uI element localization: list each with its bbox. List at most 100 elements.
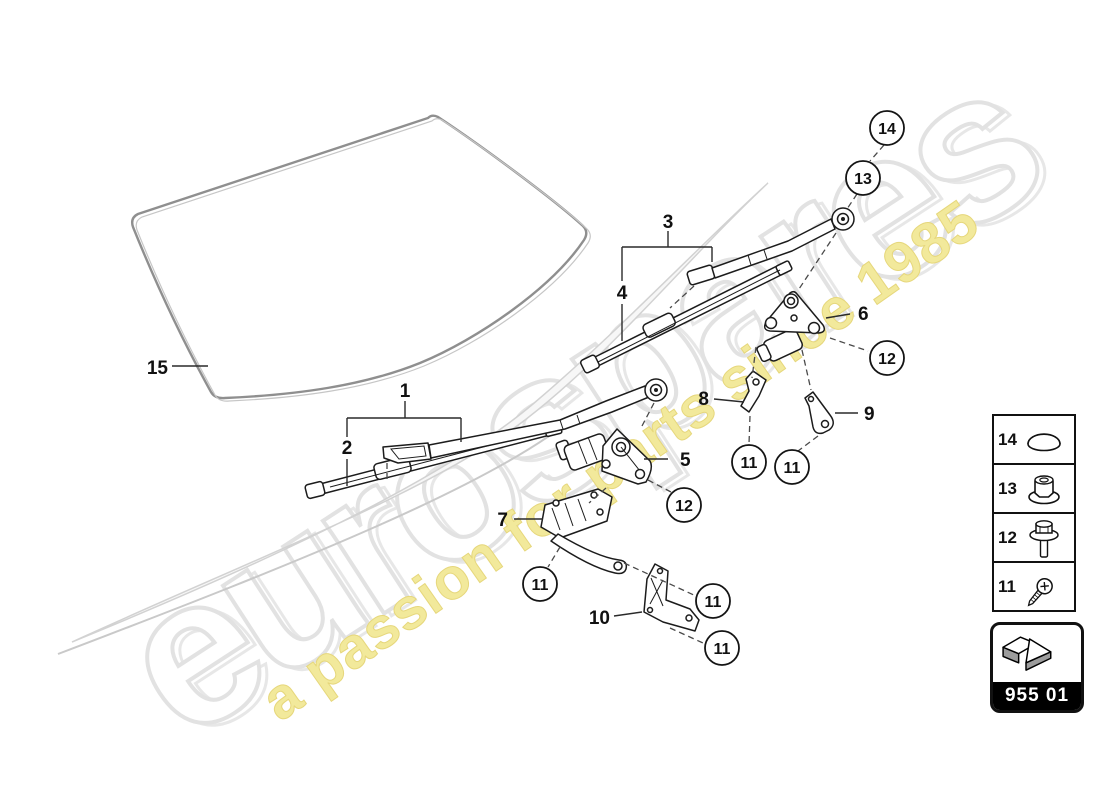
part-7-drawing-bracket: [540, 488, 628, 575]
callout-11d-text: 11: [705, 594, 722, 611]
part-10-drawing-bracket: [643, 563, 700, 632]
bracket10-hole1: [656, 567, 664, 575]
linkage6-plate: [763, 290, 826, 334]
motor5-bush2: [634, 468, 646, 480]
dash-linkage-9: [801, 349, 812, 391]
callout-13-text: 13: [854, 171, 872, 188]
motor5-rib1: [577, 440, 588, 465]
watermark-brand: eurospares eurospares: [78, 19, 1085, 785]
cap-icon: [1027, 432, 1061, 451]
part-1-drawing-wiper-arm: [382, 378, 668, 464]
arm1-hook-end: [382, 442, 432, 464]
legend-number-11: 11: [998, 576, 1016, 596]
bracket10-hole3: [685, 614, 693, 622]
label-part-5[interactable]: 5: [680, 450, 691, 471]
label-part-10[interactable]: 10: [589, 608, 610, 629]
label-part-6[interactable]: 6: [858, 304, 869, 325]
callout-11a-text: 11: [532, 577, 549, 594]
arm3-pivot-dot: [841, 217, 845, 221]
label-part-7[interactable]: 7: [497, 510, 508, 531]
fastener-legend: 14 13 12 11: [992, 414, 1076, 612]
arm1-joint1: [559, 419, 564, 430]
flange-bolt-icon: [1029, 519, 1059, 558]
leader-lines: [172, 231, 858, 617]
callout-11b[interactable]: 11: [731, 444, 767, 480]
part-3-drawing-wiper-arm: [686, 207, 855, 286]
assembly-dashed-lines: [386, 144, 885, 644]
bracket10-hole2: [646, 606, 654, 614]
label-part-9[interactable]: 9: [864, 404, 875, 425]
leader-8: [713, 398, 745, 403]
legend-number-12: 12: [998, 527, 1017, 547]
bracket7-hole1: [552, 499, 560, 507]
dash-8-11b: [748, 415, 751, 445]
bracket7-hatch1: [551, 507, 561, 531]
motor5-rib2: [587, 436, 598, 461]
hood-line: [57, 413, 579, 655]
bracket7-hatch3: [577, 498, 587, 522]
callout-11e-text: 11: [714, 641, 731, 658]
label-part-1[interactable]: 1: [400, 381, 411, 402]
blade4-left-cap: [580, 354, 600, 374]
callout-11c[interactable]: 11: [774, 449, 810, 485]
dash-pivot-linkage: [798, 232, 837, 290]
dash-motor-7: [588, 487, 607, 504]
legend-row-14[interactable]: 14: [994, 416, 1074, 465]
label-part-2[interactable]: 2: [342, 438, 353, 459]
bracket10-cross2: [649, 579, 664, 605]
bracket7-arm-hole: [613, 561, 623, 571]
legend-row-11[interactable]: 11: [994, 563, 1074, 610]
dash-arm1-motor: [641, 402, 655, 427]
blade2-left-cap: [304, 480, 326, 500]
dash-linkage-12b: [829, 337, 869, 352]
dash-motor-12a: [647, 479, 672, 493]
callout-12b-text: 12: [878, 351, 896, 368]
leader-1-2-bracket: [346, 401, 462, 486]
direction-arrow-icon: [1002, 636, 1052, 671]
part-6-drawing-linkage: [756, 290, 826, 363]
callout-12b[interactable]: 12: [869, 340, 905, 376]
callout-12a[interactable]: 12: [666, 487, 702, 523]
part-15-drawing-glass: [130, 114, 591, 402]
bracket8-hole: [752, 378, 760, 386]
callout-12a-text: 12: [675, 498, 693, 515]
part-5-drawing-wiper-motor: [555, 428, 653, 485]
glass-outline-inner: [135, 118, 591, 402]
callout-14-text: 14: [878, 121, 896, 138]
section-arrow-art: [993, 625, 1081, 682]
dash-14-13: [869, 144, 885, 162]
legend-number-14: 14: [998, 429, 1017, 449]
label-part-4[interactable]: 4: [617, 283, 628, 304]
callout-11d[interactable]: 11: [695, 583, 731, 619]
linkage6-center-hole: [790, 314, 798, 322]
label-part-3[interactable]: 3: [663, 212, 674, 233]
bracket7-arm: [550, 533, 628, 575]
legend-row-13[interactable]: 13: [994, 465, 1074, 514]
section-code-box[interactable]: 955 01: [990, 622, 1084, 713]
label-part-15[interactable]: 15: [147, 358, 169, 379]
bracket8-body: [740, 370, 767, 413]
callout-14[interactable]: 14: [869, 110, 905, 146]
arm3-joint1: [747, 254, 752, 266]
bracket10-body: [643, 563, 700, 632]
dash-linkage-8: [751, 346, 757, 379]
label-part-8[interactable]: 8: [698, 389, 709, 410]
bracket7-hatch2: [564, 502, 574, 527]
arm3-joint2: [763, 249, 768, 260]
motor5-crank: [620, 446, 641, 472]
callout-13[interactable]: 13: [845, 160, 881, 196]
part-number-labels: 1 2 3 4 5 6 7 8 9 10 15: [147, 212, 875, 629]
callout-11a[interactable]: 11: [522, 566, 558, 602]
dash-7-11d: [623, 562, 697, 597]
bracket7-hole3: [596, 508, 604, 516]
linkage6-boss-right: [807, 321, 821, 335]
callout-11e[interactable]: 11: [704, 630, 740, 666]
arm1-joint2: [576, 414, 581, 425]
arm1-hook-inner: [390, 445, 427, 460]
legend-row-12[interactable]: 12: [994, 514, 1074, 563]
arm3-rod: [711, 218, 836, 279]
linkage6-end-cap: [756, 343, 772, 363]
linkage6-boss-left: [764, 316, 778, 330]
dash-13-pivot: [846, 193, 858, 210]
